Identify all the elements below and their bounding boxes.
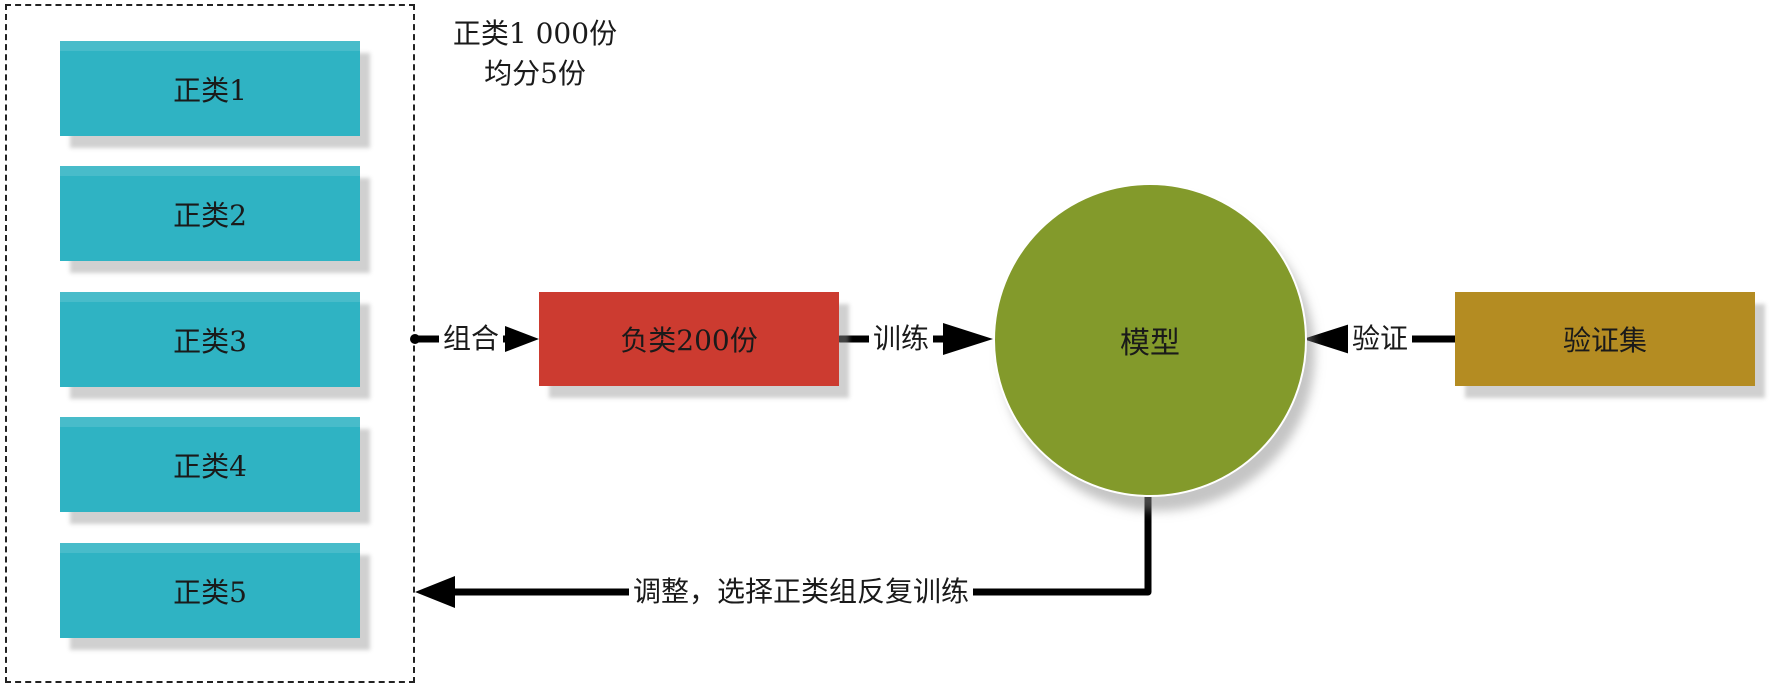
edge-label-train: 训练 <box>869 321 934 357</box>
edge-combine-arrowhead <box>505 326 539 352</box>
validation-box-label: 验证集 <box>1562 324 1647 357</box>
validation-box: 验证集 <box>1455 292 1755 386</box>
positive-box-3: 正类3 <box>60 292 360 387</box>
positive-box-4-label: 正类4 <box>173 449 247 483</box>
positive-box-2: 正类2 <box>60 166 360 261</box>
edge-feedback-arrowhead <box>415 576 455 608</box>
positive-box-1-label: 正类1 <box>173 73 247 107</box>
note-line-1: 正类1 000份 <box>452 17 618 50</box>
edge-combine-start-dot <box>410 334 420 344</box>
positive-box-1: 正类1 <box>60 41 360 136</box>
edge-label-validate: 验证 <box>1348 321 1413 357</box>
negative-box: 负类200份 <box>539 292 839 386</box>
positive-box-5: 正类5 <box>60 543 360 638</box>
positive-box-4: 正类4 <box>60 417 360 512</box>
edge-validate-arrowhead <box>1303 323 1353 355</box>
positive-box-2-label: 正类2 <box>173 198 247 232</box>
negative-box-label: 负类200份 <box>620 324 758 357</box>
edge-label-feedback: 调整，选择正类组反复训练 <box>629 574 974 610</box>
positive-box-3-label: 正类3 <box>173 324 247 358</box>
positive-box-5-label: 正类5 <box>173 575 247 609</box>
model-label: 模型 <box>1120 326 1180 361</box>
edge-train-arrowhead <box>943 323 993 355</box>
note-line-2: 均分5份 <box>484 57 586 90</box>
positive-group-note: 正类1 000份 均分5份 <box>450 14 620 94</box>
model-node: 模型 <box>993 183 1307 497</box>
edge-label-combine: 组合 <box>439 321 504 357</box>
